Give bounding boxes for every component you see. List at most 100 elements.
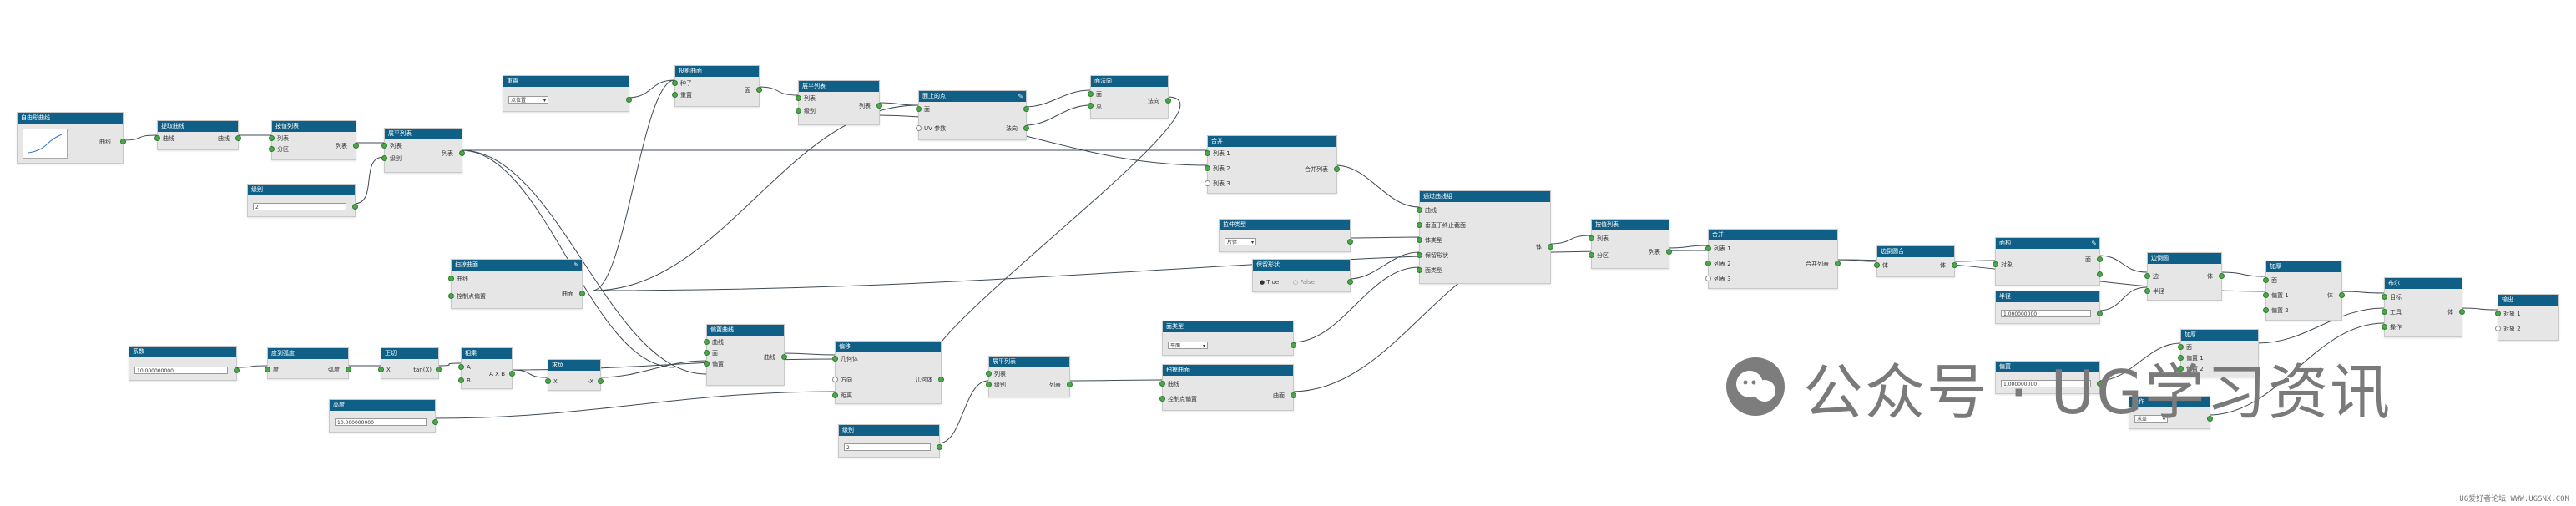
- output-port[interactable]: [1023, 125, 1029, 131]
- input-port[interactable]: [154, 135, 160, 141]
- input-port[interactable]: [1417, 222, 1422, 228]
- output-port[interactable]: [1347, 279, 1353, 285]
- node-level-input[interactable]: 级别 2: [838, 424, 942, 458]
- node-thicken[interactable]: 加厚 面 偏置 1 偏置 2: [2178, 329, 2259, 377]
- node-through-curves[interactable]: 通过曲线组 曲线 垂直于终止截面 体类型 保留形状 面类型 体: [1417, 190, 1553, 284]
- input-port[interactable]: [381, 143, 387, 149]
- node-offset-curve[interactable]: 偏置曲线 曲线 面 偏置 曲线: [704, 324, 787, 386]
- input-port[interactable]: [1705, 276, 1711, 281]
- level-value-field[interactable]: 2: [253, 203, 346, 210]
- node-face-type-select[interactable]: 面类型 平面: [1162, 321, 1296, 356]
- node-output[interactable]: 输出 对象 1 对象 2: [2495, 294, 2559, 341]
- output-port[interactable]: [876, 103, 882, 109]
- node-face-normal[interactable]: 面法向 面 点 法向: [1088, 75, 1171, 119]
- output-port[interactable]: [436, 367, 442, 372]
- output-port[interactable]: [2097, 311, 2103, 316]
- node-list-by-value[interactable]: 按值列表 列表 分区 列表: [1589, 219, 1672, 269]
- input-port[interactable]: [2263, 277, 2269, 283]
- node-deg-to-rad[interactable]: 度到弧度 度 弧度: [265, 347, 351, 379]
- node-body-type-select[interactable]: 拉伸类型 片体: [1219, 219, 1353, 252]
- output-port[interactable]: [579, 291, 585, 296]
- radio-false[interactable]: ○ False: [1293, 279, 1315, 286]
- output-port[interactable]: [626, 97, 632, 103]
- output-port[interactable]: [352, 204, 358, 210]
- node-multiply[interactable]: 相乘 A B A X B: [458, 347, 515, 389]
- input-port[interactable]: [458, 364, 464, 370]
- input-port[interactable]: [2382, 309, 2387, 315]
- input-port[interactable]: [1705, 245, 1711, 251]
- radius-value-field[interactable]: 1.000000000: [2001, 310, 2091, 317]
- output-port[interactable]: [346, 367, 351, 372]
- input-port[interactable]: [2178, 355, 2184, 361]
- input-port[interactable]: [986, 371, 992, 377]
- input-port[interactable]: [1088, 103, 1094, 109]
- output-port[interactable]: [2097, 381, 2103, 387]
- operation-dropdown[interactable]: 求差: [2134, 415, 2168, 423]
- input-port[interactable]: [545, 378, 551, 384]
- input-port[interactable]: [916, 125, 922, 131]
- node-edge-blend[interactable]: 边倒圆 边 半径 体: [2144, 252, 2225, 301]
- input-port[interactable]: [832, 356, 838, 362]
- output-port[interactable]: [432, 419, 438, 425]
- output-port[interactable]: [234, 367, 240, 373]
- settings-icon[interactable]: ✎: [1018, 93, 1023, 100]
- node-list-by-value[interactable]: 按值列表 列表 分区 列表: [269, 120, 359, 160]
- node-extract-curve[interactable]: 提取曲线 曲线 曲线: [154, 120, 241, 150]
- node-sweep-surface[interactable]: 扫掠曲面✎ 曲线 控制点偏置 曲面: [448, 259, 585, 309]
- reset-dropdown[interactable]: 点位置: [508, 96, 548, 104]
- input-port[interactable]: [1589, 252, 1594, 258]
- output-port[interactable]: [1165, 98, 1171, 104]
- input-port[interactable]: [1589, 235, 1594, 241]
- input-port[interactable]: [269, 135, 275, 141]
- output-port[interactable]: [1023, 106, 1029, 112]
- input-port[interactable]: [832, 377, 838, 382]
- output-port[interactable]: [937, 444, 942, 450]
- input-port[interactable]: [2495, 311, 2501, 316]
- input-port[interactable]: [2144, 273, 2150, 279]
- output-port[interactable]: [938, 377, 944, 382]
- input-port[interactable]: [1205, 180, 1210, 186]
- output-port[interactable]: [120, 139, 126, 144]
- output-port[interactable]: [1835, 261, 1841, 266]
- node-flatten-list[interactable]: 展平列表 列表 级别 列表: [381, 128, 465, 173]
- node-translate[interactable]: 偏移 几何体 方向 距离 几何体: [832, 341, 944, 404]
- input-port[interactable]: [1159, 381, 1165, 387]
- node-flatten-list[interactable]: 展平列表 列表 级别 列表: [986, 356, 1073, 397]
- output-port[interactable]: [2097, 256, 2103, 262]
- height-value-field[interactable]: 10.000000000: [335, 418, 427, 426]
- input-port[interactable]: [448, 276, 454, 281]
- node-sweep-surface[interactable]: 扫掠曲面 曲线 控制点偏置 曲面: [1159, 364, 1296, 411]
- input-port[interactable]: [2382, 294, 2387, 300]
- node-point-on-face[interactable]: 面上的点✎ 面 UV 参数 法向: [916, 90, 1029, 140]
- input-port[interactable]: [2382, 324, 2387, 330]
- node-reset-select[interactable]: 重置 点位置: [503, 75, 632, 112]
- input-port[interactable]: [458, 377, 464, 383]
- node-face-selector[interactable]: 面构✎ 对象 面: [1993, 237, 2103, 286]
- input-port[interactable]: [916, 106, 922, 112]
- output-port[interactable]: [509, 371, 515, 377]
- body-type-dropdown[interactable]: 片体: [1225, 238, 1256, 245]
- node-offset-input[interactable]: 偏置 1.000000000: [1995, 361, 2103, 394]
- input-port[interactable]: [796, 95, 801, 101]
- input-port[interactable]: [2144, 288, 2150, 294]
- output-port[interactable]: [2207, 416, 2213, 422]
- input-port[interactable]: [704, 361, 710, 367]
- output-port[interactable]: [235, 135, 241, 141]
- input-port[interactable]: [832, 392, 838, 398]
- input-port[interactable]: [1088, 91, 1094, 97]
- output-port[interactable]: [598, 378, 604, 384]
- input-port[interactable]: [2495, 326, 2501, 331]
- node-height-input[interactable]: 高度 10.000000000: [329, 399, 438, 433]
- node-body-unite[interactable]: 边倒圆合 体 体: [1874, 245, 1957, 277]
- output-port[interactable]: [2219, 273, 2225, 279]
- offset-value-field[interactable]: 1.000000000: [2001, 380, 2091, 387]
- radio-true[interactable]: ● True: [1260, 279, 1280, 286]
- node-coefficient-input[interactable]: 系数 10.000000000: [129, 346, 240, 381]
- node-merge[interactable]: 合并 列表 1 列表 2 列表 3 合并列表: [1205, 135, 1340, 194]
- settings-icon[interactable]: ✎: [2091, 240, 2097, 247]
- output-port[interactable]: [1952, 262, 1957, 268]
- input-port[interactable]: [2178, 366, 2184, 372]
- input-port[interactable]: [1205, 165, 1210, 171]
- input-port[interactable]: [986, 382, 992, 387]
